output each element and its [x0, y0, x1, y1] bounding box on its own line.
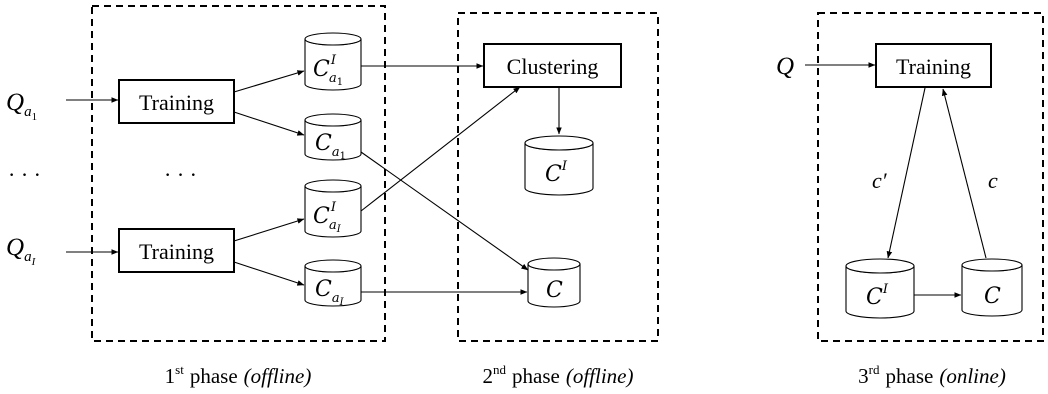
training-node-online-label: Training: [896, 54, 971, 79]
training-node-online: [875, 43, 992, 88]
svg-text:CI: CI: [866, 282, 889, 310]
edge-label-c-prime: c′: [872, 168, 888, 193]
training-node-bottom: [118, 228, 235, 273]
svg-text:CI: CI: [545, 159, 568, 187]
edge-training-top-store-c-a1: [233, 111, 305, 136]
training-node-top-label: Training: [139, 90, 214, 115]
store-c-aI: CaI: [304, 259, 362, 308]
input-ellipsis: · · ·: [8, 162, 41, 187]
store-c-phase3: C: [961, 258, 1023, 317]
svg-text:C: C: [546, 278, 563, 303]
phase1-ellipsis: · · ·: [164, 162, 197, 187]
store-c-cluster-phase2: CI: [524, 135, 594, 196]
clustering-node: [483, 43, 622, 88]
input-q-a1: Qa1: [6, 89, 37, 123]
edge-label-c: c: [988, 168, 998, 193]
clustering-node-label: Clustering: [507, 54, 599, 79]
phase3-container: [817, 12, 1044, 342]
store-c-a1: Ca1: [304, 113, 362, 162]
phase1-container: [91, 5, 386, 342]
input-q: Q: [776, 53, 794, 80]
svg-text:Ca1: Ca1: [315, 131, 346, 162]
training-node-top: [118, 79, 235, 124]
edge-store-c-a1-store-c: [360, 151, 529, 271]
edge-training-bottom-store-c-aI: [233, 261, 305, 286]
phase2-container: [457, 12, 659, 342]
edge-training-top-store-ci-a1: [233, 70, 305, 93]
edges: [66, 62, 987, 298]
training-node-bottom-label: Training: [139, 239, 214, 264]
edge-training-online-store-cluster: [886, 87, 926, 259]
svg-text:CaI: CaI: [315, 277, 345, 308]
edge-store-c-training-online: [941, 88, 987, 259]
store-c-phase2: C: [527, 257, 581, 308]
edge-training-bottom-store-ci-aI: [233, 218, 305, 242]
svg-text:C: C: [984, 284, 1001, 309]
store-c-cluster-phase3: CI: [845, 258, 915, 319]
edge-store-ci-aI-clustering: [360, 86, 521, 212]
input-q-aI: QaI: [6, 234, 37, 268]
